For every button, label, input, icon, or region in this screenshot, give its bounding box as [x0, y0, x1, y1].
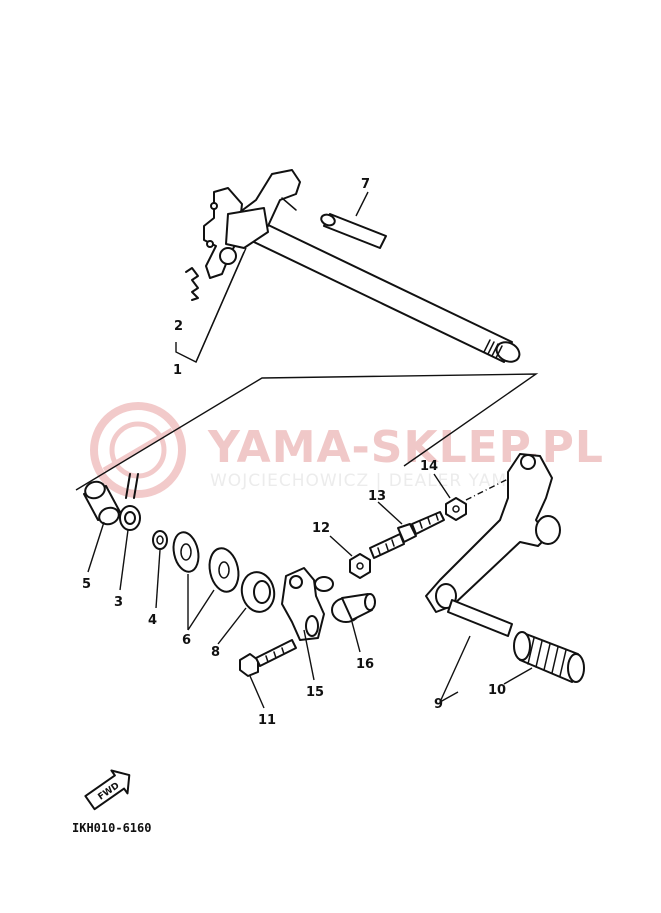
cap-16	[331, 593, 376, 653]
circlip-4	[152, 530, 168, 609]
bolt-11	[239, 639, 297, 709]
diagram-code: IKH010-6160	[72, 821, 151, 835]
callout-15: 15	[306, 685, 324, 700]
callout-3: 3	[114, 595, 123, 610]
forward-arrow-icon: FWD	[84, 769, 131, 811]
shift-pedal-9	[425, 453, 561, 703]
nut-14	[433, 473, 511, 521]
nut-12	[329, 535, 371, 579]
pedal-rubber-10	[503, 631, 585, 685]
callout-7: 7	[361, 177, 370, 192]
lever-15	[281, 567, 334, 681]
washers-6	[172, 531, 240, 631]
callout-14: 14	[420, 459, 438, 474]
callout-16: 16	[356, 657, 374, 672]
callout-10: 10	[488, 683, 506, 698]
collar-5	[83, 480, 121, 573]
callout-11: 11	[258, 713, 276, 728]
callout-1: 1	[173, 363, 182, 378]
bushing-8	[217, 571, 276, 645]
callout-9: 9	[434, 697, 443, 712]
callout-2: 2	[174, 319, 183, 334]
callout-4: 4	[148, 613, 157, 628]
watermark-logo-icon	[90, 402, 186, 498]
adjuster-13	[369, 501, 445, 559]
shift-shaft-assembly	[175, 169, 521, 363]
callout-5: 5	[82, 577, 91, 592]
callout-13: 13	[368, 489, 386, 504]
watermark-subtitle: WOJCIECHOWICZ | DEALER YAMAHA	[210, 471, 546, 491]
callout-12: 12	[312, 521, 330, 536]
callout-6: 6	[182, 633, 191, 648]
plane-outline	[75, 373, 539, 491]
callout-8: 8	[211, 645, 220, 660]
spring-3	[119, 473, 141, 591]
